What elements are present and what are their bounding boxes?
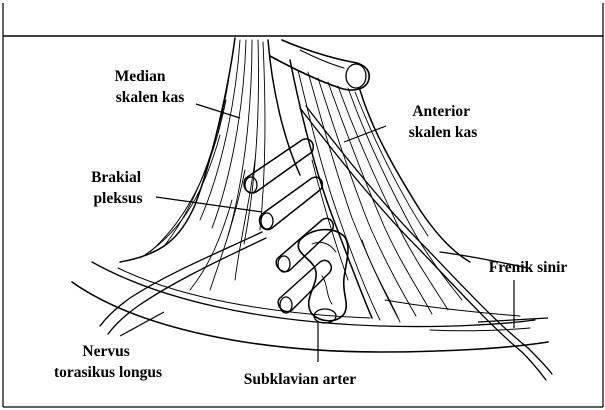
label-line: Median [115,68,166,85]
label-line: skalen kas [409,124,478,141]
label-anterior-scalene: Anterior skalen kas [409,103,478,141]
label-line: Nervus [82,343,129,360]
label-long-thoracic-nerve: Nervus torasikus longus [54,343,162,381]
label-line: Anterior [412,103,470,120]
subclavian-artery [298,230,348,323]
label-line: pleksus [93,190,142,207]
label-line: torasikus longus [54,364,162,381]
label-line: Brakial [91,169,142,186]
label-brachial-plexus: Brakial pleksus [91,169,145,207]
label-phrenic-nerve: Frenik sinir [489,259,568,276]
brachial-plexus-trunks [244,139,333,313]
label-line: Subklavian arter [244,371,357,388]
label-median-scalene: Median skalen kas [115,68,185,106]
label-line: Frenik sinir [489,259,568,276]
label-line: skalen kas [116,89,185,106]
anterior-scalene-muscle [290,60,470,322]
label-subclavian-artery: Subklavian arter [244,371,357,388]
